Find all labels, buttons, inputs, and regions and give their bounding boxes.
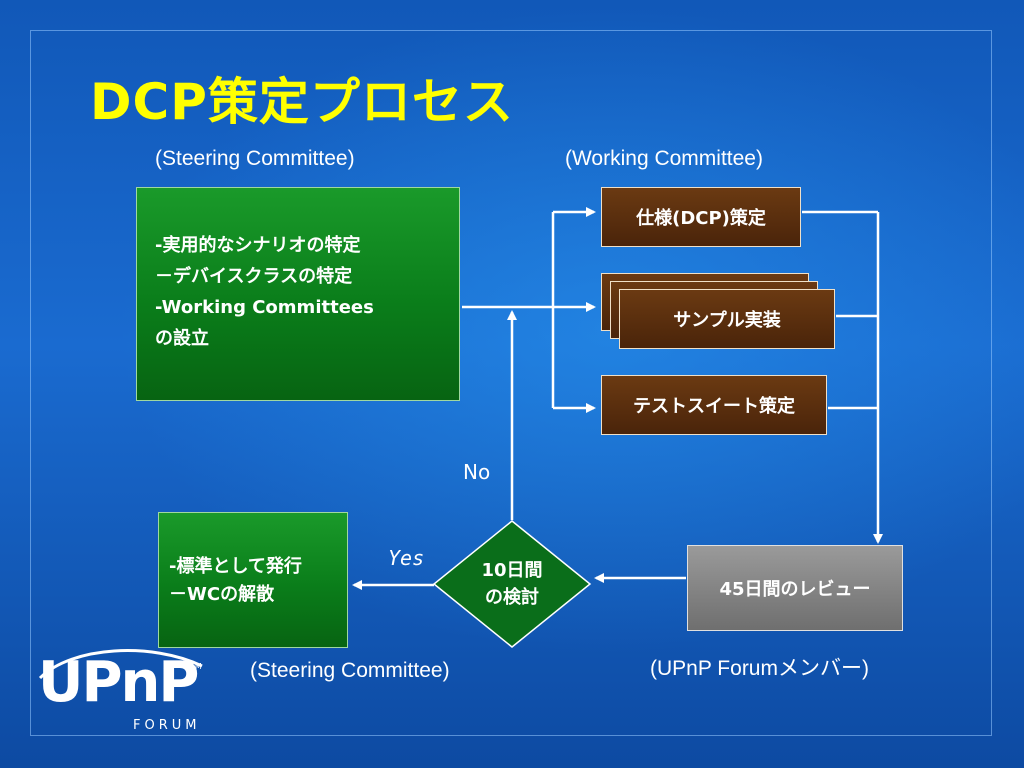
logo-forum-text: FORUM <box>133 718 201 733</box>
steering-task-scenario: -実用的なシナリオの特定 <box>155 235 361 256</box>
sample-box: サンプル実装 <box>619 289 835 349</box>
yes-label: Yes <box>388 546 425 570</box>
testsuite-box: テストスイート策定 <box>601 375 827 435</box>
decision-line-1: 10日間 <box>481 560 543 581</box>
steering-task-establish: の設立 <box>155 328 209 349</box>
decision-text: 10日間 の検討 <box>462 557 562 611</box>
result-dissolve-wc: －WCの解散 <box>169 584 275 605</box>
result-publish-standard: -標準として発行 <box>169 556 302 577</box>
no-label: No <box>463 460 491 484</box>
spec-box: 仕様(DCP)策定 <box>601 187 801 247</box>
slide-frame <box>30 30 992 736</box>
caption-steering-committee-bottom: (Steering Committee) <box>250 659 450 682</box>
logo-trademark: TM <box>190 662 202 671</box>
result-box: -標準として発行 －WCの解散 <box>158 512 348 648</box>
caption-steering-committee-top: (Steering Committee) <box>155 147 355 170</box>
caption-upnp-members: (UPnP Forumメンバー) <box>650 657 869 680</box>
steering-task-device-class: －デバイスクラスの特定 <box>155 266 353 287</box>
logo-swoosh-icon <box>38 649 203 680</box>
caption-working-committee: (Working Committee) <box>565 147 763 170</box>
decision-line-2: の検討 <box>485 587 539 608</box>
steering-tasks-box: -実用的なシナリオの特定 －デバイスクラスの特定 -Working Commit… <box>136 187 460 401</box>
slide-title: DCP策定プロセス <box>90 73 514 131</box>
steering-task-working-committees: -Working Committees <box>155 297 374 318</box>
logo-wordmark: UPnP <box>38 650 199 715</box>
decision-diamond <box>432 520 592 648</box>
review-box: 45日間のレビュー <box>687 545 903 631</box>
